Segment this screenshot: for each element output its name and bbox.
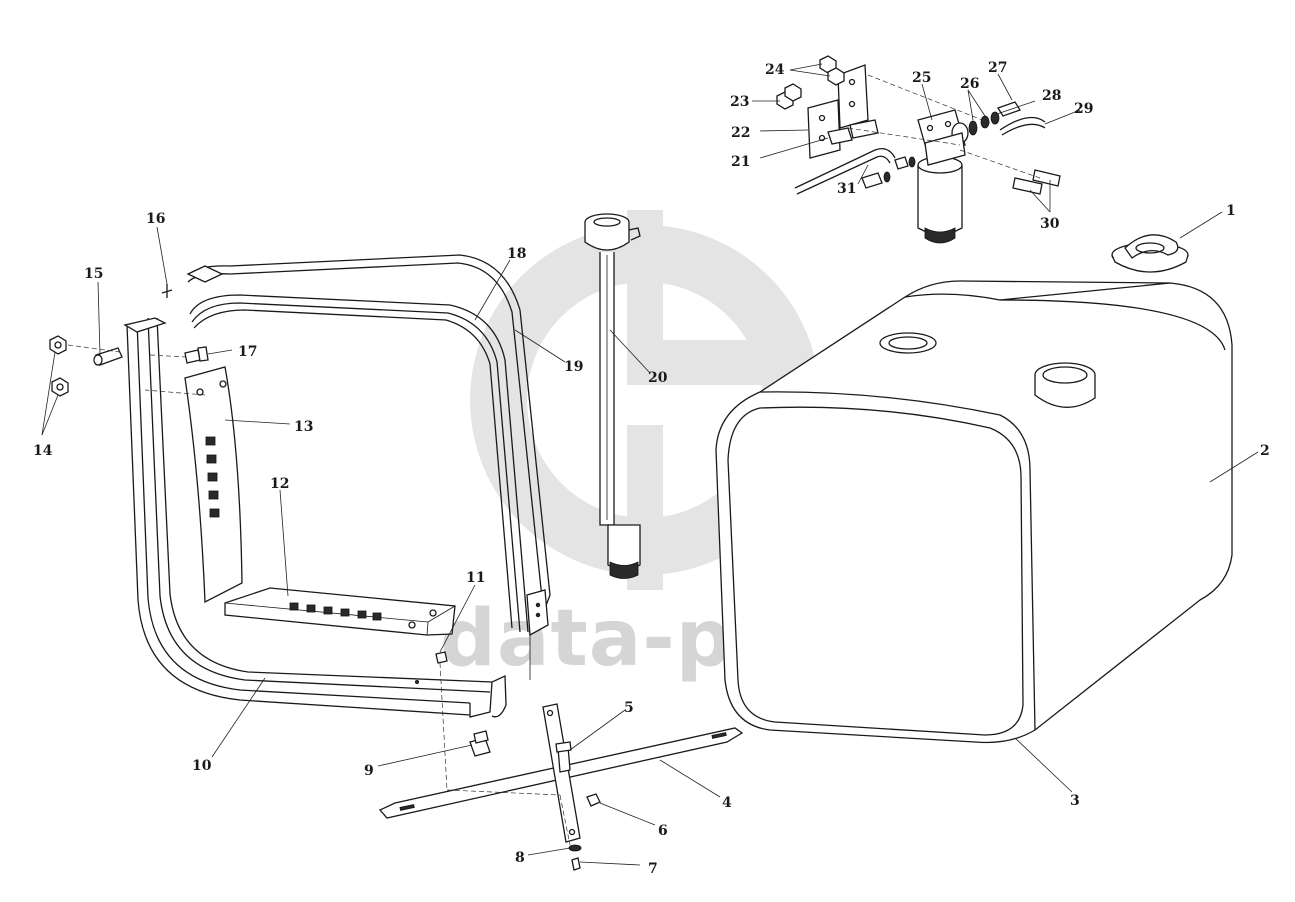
callout-29: 29	[1074, 101, 1093, 117]
bolts-21	[827, 119, 879, 145]
callout-14: 14	[33, 443, 53, 459]
washer-8	[568, 844, 582, 852]
callout-24: 24	[765, 62, 785, 78]
callout-9: 9	[364, 763, 374, 779]
outer-strap	[186, 254, 551, 637]
washers-26	[968, 115, 990, 136]
nuts-24	[819, 55, 845, 86]
callout-28: 28	[1042, 88, 1061, 104]
hose-29	[999, 116, 1046, 136]
callout-21: 21	[731, 154, 750, 170]
callout-6: 6	[658, 823, 668, 839]
callout-31: 31	[837, 181, 856, 197]
callout-22: 22	[731, 125, 750, 141]
tank-front-edge	[759, 391, 1036, 731]
nuts-23	[776, 83, 802, 110]
rubber-pad-horizontal	[224, 587, 456, 636]
nut-11	[435, 651, 448, 664]
callout-8: 8	[515, 850, 525, 866]
callout-23: 23	[730, 94, 749, 110]
filler-neck	[1034, 362, 1096, 408]
callout-18: 18	[507, 246, 526, 262]
callout-25: 25	[912, 70, 931, 86]
assembly-lines	[67, 74, 1041, 846]
level-sender	[584, 213, 641, 579]
sender-port	[879, 332, 937, 354]
tank-front-panel	[727, 406, 1024, 736]
bolt-17	[184, 346, 209, 364]
callout-27: 27	[988, 60, 1007, 76]
bolt-27	[997, 101, 1021, 117]
inner-strap	[189, 294, 531, 680]
pin-15	[93, 347, 123, 366]
pin-16	[161, 284, 173, 298]
callout-2: 2	[1260, 443, 1270, 459]
nuts-14	[49, 335, 69, 397]
callout-13: 13	[294, 419, 313, 435]
filter-canister	[917, 132, 966, 244]
callout-30: 30	[1040, 216, 1060, 232]
fuel-pipe-31	[794, 147, 916, 195]
callout-10: 10	[192, 758, 212, 774]
callout-15: 15	[84, 266, 103, 282]
bolt-5	[555, 741, 572, 773]
fuel-tank	[715, 280, 1233, 744]
tank-edge-top	[904, 282, 1171, 301]
callout-20: 20	[648, 370, 668, 386]
callout-1: 1	[1226, 203, 1236, 219]
rubber-pad-vertical	[184, 366, 243, 604]
nut-6	[586, 793, 601, 807]
tank-bracket	[123, 317, 507, 718]
callout-11: 11	[466, 570, 485, 586]
callout-7: 7	[648, 861, 658, 877]
callout-5: 5	[624, 700, 634, 716]
filler-cap	[1111, 234, 1189, 273]
callout-12: 12	[270, 476, 289, 492]
watermark-logo	[470, 210, 820, 590]
tank-side-edge	[999, 299, 1226, 351]
bolt-7	[571, 857, 581, 871]
vertical-plate	[542, 703, 581, 843]
leader-lines	[41, 63, 1259, 866]
callout-19: 19	[564, 359, 583, 375]
callout-16: 16	[146, 211, 165, 227]
callouts: 1 2 3 4 5 6 7 8 9 10 11 12 13 14 15 16 1…	[33, 60, 1270, 877]
callout-17: 17	[238, 344, 257, 360]
bolts-30	[1012, 169, 1061, 195]
callout-26: 26	[960, 76, 979, 92]
washer-28	[990, 111, 1000, 125]
callout-4: 4	[722, 795, 732, 811]
nut-9	[469, 730, 491, 757]
callout-3: 3	[1070, 793, 1080, 809]
